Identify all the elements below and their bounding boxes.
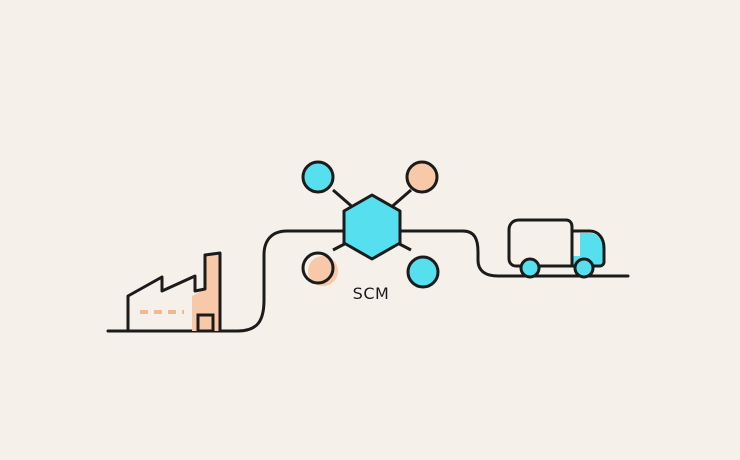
node-peach-bottom-left bbox=[301, 251, 338, 286]
node-peach-top-right bbox=[405, 160, 439, 194]
node-cyan-bottom-right bbox=[406, 255, 440, 289]
factory-icon bbox=[126, 251, 222, 333]
node-cyan-top-left bbox=[301, 160, 335, 194]
hexagon-hub-icon bbox=[332, 188, 412, 261]
scm-label: SCM bbox=[353, 284, 390, 303]
delivery-truck-icon bbox=[507, 218, 606, 279]
